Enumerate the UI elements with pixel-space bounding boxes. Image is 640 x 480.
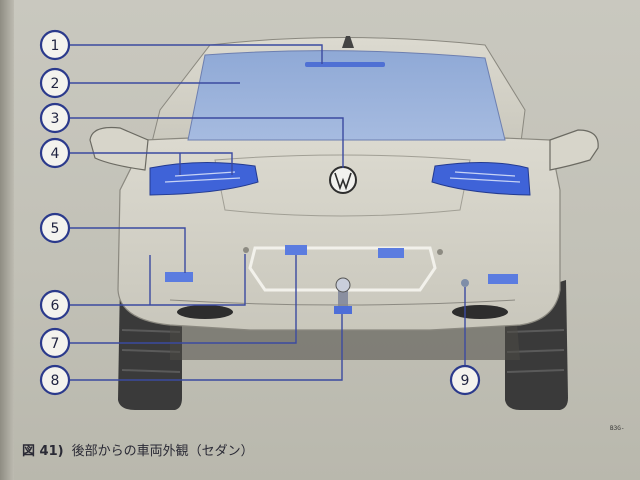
callout-number: 5 — [51, 221, 60, 237]
callout-number: 4 — [51, 146, 60, 162]
callout-number: 9 — [461, 373, 470, 389]
callout-number: 1 — [51, 38, 60, 54]
callout-6: 6 — [39, 289, 71, 321]
callout-7: 7 — [39, 327, 71, 359]
figure-caption-text: 後部からの車両外観（セダン） — [71, 444, 254, 459]
rear-sensor-right — [461, 279, 469, 287]
callout-markers: 1 2 3 4 5 6 7 — [39, 29, 481, 396]
figure-code: B3G- — [610, 425, 625, 432]
callout-2: 2 — [39, 67, 71, 99]
leader-lines — [70, 44, 466, 381]
callout-5: 5 — [39, 212, 71, 244]
parking-sensors — [165, 245, 518, 284]
callout-9: 9 — [449, 364, 481, 396]
callout-number: 2 — [51, 76, 60, 92]
figure-label: 図 41) — [22, 444, 64, 459]
left-tail-light — [149, 161, 259, 196]
figure-caption: 図 41) 後部からの車両外観（セダン） — [22, 440, 254, 459]
callout-4: 4 — [39, 137, 71, 169]
callout-number: 3 — [51, 111, 60, 127]
trunk-lid — [214, 154, 471, 217]
callout-8: 8 — [39, 364, 71, 396]
right-tail-light — [431, 161, 531, 196]
callout-number: 8 — [51, 373, 60, 389]
callout-number: 7 — [51, 336, 60, 352]
high-mount-brake-light — [305, 62, 385, 67]
page-binding-edge — [0, 0, 14, 480]
callout-1: 1 — [39, 29, 71, 61]
tow-bar — [334, 277, 352, 314]
callout-number: 6 — [51, 298, 60, 314]
left-mirror — [89, 126, 149, 171]
exhaust-tips — [177, 305, 508, 319]
right-mirror — [549, 129, 599, 171]
callout-3: 3 — [39, 102, 71, 134]
license-plate-recess — [248, 246, 437, 292]
antenna — [342, 36, 354, 48]
